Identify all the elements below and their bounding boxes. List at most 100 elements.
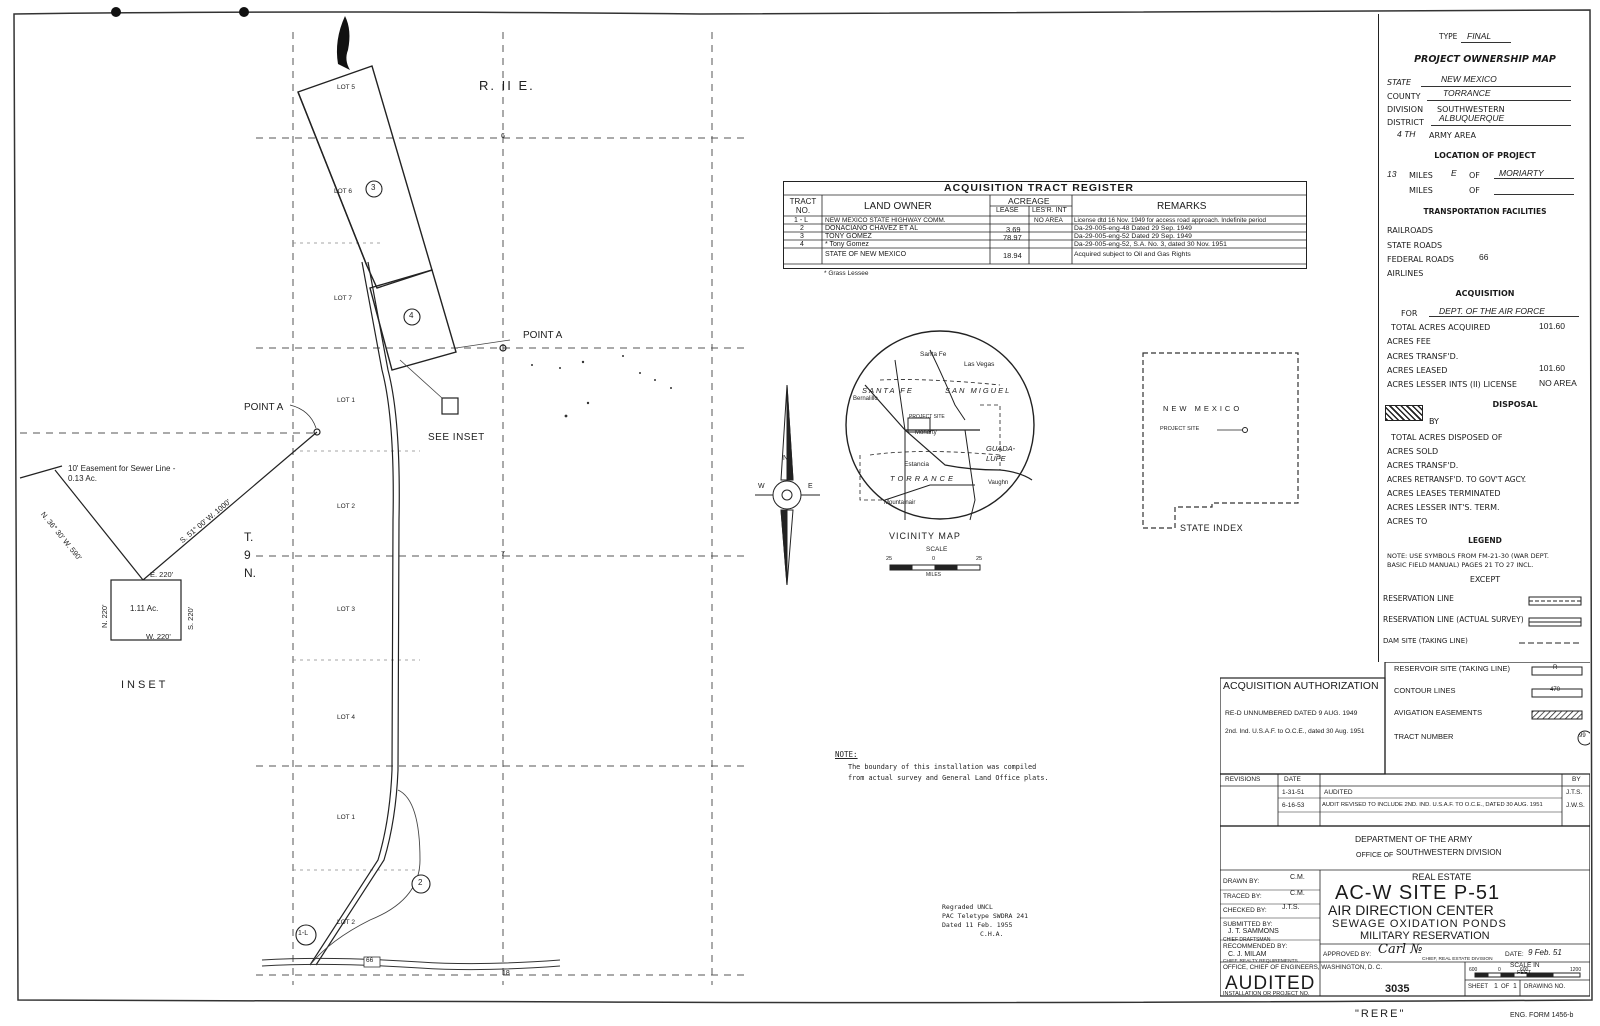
sheet-label: SHEET: [1468, 984, 1489, 990]
legend-item: CONTOUR LINES: [1394, 686, 1456, 695]
register-col-owner: LAND OWNER: [864, 201, 932, 212]
type-value: FINAL: [1467, 31, 1492, 41]
tract-circle: [411, 874, 431, 894]
leased-value: 101.60: [1539, 363, 1565, 373]
new-mexico-outline: [1142, 352, 1299, 529]
register-tract: 4: [800, 241, 804, 248]
drawn-by-value: C.M.: [1290, 874, 1305, 881]
township-label-n: N.: [244, 566, 256, 580]
register-remarks: Da-29-005-eng-52 Dated 29 Sep. 1949: [1074, 233, 1192, 240]
revision-by: J.W.S.: [1566, 802, 1585, 809]
state-roads-label: STATE ROADS: [1387, 241, 1443, 250]
vicinity-place: Las Vegas: [964, 361, 995, 368]
title-block: TYPE FINAL PROJECT OWNERSHIP MAP STATE N…: [1378, 14, 1591, 662]
revision-date: 6-16-53: [1282, 802, 1305, 809]
inset-drawing: [19, 431, 318, 641]
register-col-tract: TRACT NO.: [789, 197, 817, 215]
department-label: DEPARTMENT OF THE ARMY: [1355, 834, 1473, 844]
inset-reference-box: [441, 397, 459, 415]
submitted-by-value: J. T. SAMMONS: [1228, 928, 1279, 935]
approved-role: CHIEF, REAL ESTATE DIVISION: [1422, 957, 1493, 962]
recommended-by-label: RECOMMENDED BY:: [1223, 943, 1288, 950]
tract-circle: [403, 308, 421, 326]
inset-point-a-marker: [313, 428, 321, 436]
state-name: NEW MEXICO: [1163, 404, 1243, 413]
register-remarks: Da-29-005-eng-52, S.A. No. 3, dated 30 N…: [1074, 241, 1227, 248]
compass-s: S: [783, 512, 788, 519]
scale-bar: [1474, 972, 1581, 978]
railroads-label: RAILROADS: [1387, 226, 1433, 235]
highway-shield-label: 66: [366, 957, 374, 964]
miles-label: MILES: [1409, 171, 1433, 180]
checked-by-label: CHECKED BY:: [1223, 907, 1267, 914]
vicinity-place: Estancia: [904, 461, 929, 468]
division-value: SOUTHWESTERN: [1437, 105, 1505, 114]
district-label: DISTRICT: [1387, 118, 1424, 127]
installation-label: INSTALLATION OR PROJECT NO.: [1223, 991, 1310, 997]
revision-text: AUDIT REVISED TO INCLUDE 2ND. IND. U.S.A…: [1322, 802, 1543, 808]
legend-item: AVIGATION EASEMENTS: [1394, 708, 1483, 717]
vicinity-scale-bar: [889, 564, 981, 571]
inset-west-dim: W. 220': [146, 632, 171, 641]
legend-item: RESERVOIR SITE (TAKING LINE): [1394, 664, 1510, 673]
airlines-label: AIRLINES: [1387, 269, 1424, 278]
note-title: NOTE:: [835, 750, 858, 759]
state-index-site-marker: [1242, 427, 1248, 433]
submitted-by-label: SUBMITTED BY:: [1223, 921, 1273, 928]
office-label: OFFICE OF: [1356, 852, 1394, 859]
map-specks: [531, 355, 672, 418]
transf2-label: ACRES TRANSF'D.: [1387, 461, 1459, 470]
section-grid: [256, 32, 745, 985]
district-value: ALBUQUERQUE: [1439, 113, 1505, 123]
scale-tick: 0: [1498, 967, 1501, 973]
inset-easement-note: 10' Easement for Sewer Line - 0.13 Ac.: [68, 464, 176, 483]
register-lease: 78.97: [1003, 233, 1022, 242]
lot-label: LOT 2: [337, 919, 355, 926]
scale-tick: 600: [1520, 967, 1529, 973]
section-number: 6: [501, 133, 505, 140]
register-col-lesr: LES'R. INT: [1032, 207, 1067, 214]
federal-roads-label: FEDERAL ROADS: [1387, 255, 1455, 264]
acres-to-label: ACRES TO: [1387, 517, 1428, 526]
audited-stamp: AUDITED: [1225, 973, 1316, 994]
section-number: 7: [501, 551, 505, 558]
location-heading: LOCATION OF PROJECT: [1434, 151, 1536, 160]
register-remarks: License dtd 16 Nov. 1949 for access road…: [1074, 217, 1267, 224]
authorization-line: 2nd. Ind. U.S.A.F. to O.C.E., dated 30 A…: [1225, 728, 1365, 735]
register-owner: * Tony Gomez: [825, 241, 869, 248]
map-type-heading: PROJECT OWNERSHIP MAP: [1414, 54, 1556, 65]
legend-heading: LEGEND: [1468, 536, 1502, 545]
sheet-border: [13, 9, 1593, 1004]
lot-label: LOT 1: [337, 397, 355, 404]
scale-unit-label: FEET: [1517, 970, 1532, 976]
register-owner: STATE OF NEW MEXICO: [825, 251, 907, 258]
register-footnote: * Grass Lessee: [824, 270, 869, 277]
lesser-value: NO AREA: [1539, 378, 1577, 388]
legend-note: BASIC FIELD MANUAL) PAGES 21 TO 27 INCL.: [1387, 561, 1534, 569]
tract-number: 4: [409, 311, 414, 320]
fee-label: ACRES FEE: [1387, 337, 1431, 346]
legend-item: RESERVATION LINE: [1383, 594, 1454, 603]
torn-corner: [336, 16, 350, 70]
disposed-label: TOTAL ACRES DISPOSED OF: [1391, 433, 1503, 442]
for-label: FOR: [1401, 309, 1418, 318]
transport-heading: TRANSPORTATION FACILITIES: [1423, 207, 1547, 216]
recommended-by-value: C. J. MILAM: [1228, 951, 1267, 958]
revisions-date-label: DATE: [1284, 776, 1301, 783]
revisions-label: REVISIONS: [1225, 776, 1261, 783]
army-area-label: ARMY AREA: [1429, 131, 1476, 140]
regraded-line: Regraded UNCL: [942, 903, 993, 911]
register-owner: TONY GOMEZ: [825, 233, 872, 240]
traced-by-value: C.M.: [1290, 890, 1305, 897]
point-a-marker: [499, 344, 507, 352]
subtitle-1: SEWAGE OXIDATION PONDS: [1332, 918, 1507, 930]
legend-tract-value: 99: [1579, 733, 1586, 739]
scale-tick: 1200: [1570, 967, 1582, 973]
range-label: R. II E.: [479, 78, 535, 93]
office-value: SOUTHWESTERN DIVISION: [1396, 848, 1502, 857]
inset-area: 1.11 Ac.: [130, 604, 159, 613]
vicinity-scale-tick: 0: [932, 556, 936, 562]
sheet-value: 1: [1494, 983, 1498, 990]
army-area-value: 4 TH: [1397, 129, 1416, 139]
